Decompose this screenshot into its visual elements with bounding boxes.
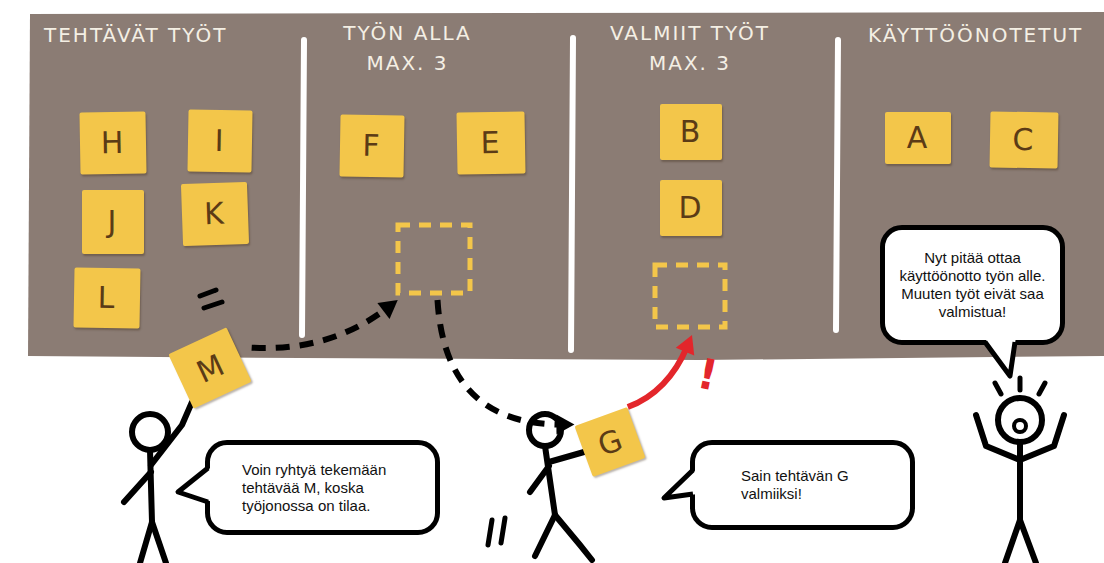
task-letter: F bbox=[362, 131, 382, 161]
column-heading: KÄYTTÖÖNOTETUT bbox=[868, 20, 1104, 50]
flow-arrow bbox=[252, 300, 398, 348]
flow-arrow bbox=[628, 335, 694, 407]
arrow-line bbox=[438, 300, 563, 425]
speech-text: Sain tehtävän G valmiiksi! bbox=[741, 467, 894, 503]
bubble-tail bbox=[664, 468, 698, 498]
sticky-note: H bbox=[79, 111, 146, 174]
empty-slots bbox=[398, 225, 725, 327]
separator-line bbox=[302, 40, 304, 335]
sticky-note: M bbox=[168, 327, 251, 408]
arrow-head bbox=[556, 415, 574, 435]
task-letter: K bbox=[204, 199, 227, 230]
speech-bubble: Sain tehtävän G valmiiksi! bbox=[690, 440, 915, 530]
board-column: VALMIIT TYÖT MAX. 3 B D bbox=[575, 12, 835, 335]
arrow-line bbox=[252, 307, 389, 348]
speech-text: Nyt pitää ottaa käyttöönotto työn alle. … bbox=[899, 249, 1046, 321]
sticky-note: K bbox=[181, 182, 249, 246]
speech-bubble: Nyt pitää ottaa käyttöönotto työn alle. … bbox=[880, 225, 1065, 345]
task-letter: G bbox=[593, 422, 627, 463]
task-letter: I bbox=[214, 126, 225, 156]
task-letter: H bbox=[100, 128, 125, 158]
sticky-note: F bbox=[339, 114, 404, 177]
empty-slot bbox=[655, 265, 725, 327]
bubble-tail bbox=[178, 466, 213, 502]
sticky-note: B bbox=[660, 104, 722, 160]
sticky-note: G bbox=[574, 407, 645, 477]
walking-person bbox=[488, 414, 592, 560]
board-column: KÄYTTÖÖNOTETUT A C bbox=[840, 12, 1104, 192]
task-letter: D bbox=[678, 193, 703, 223]
right-person bbox=[976, 378, 1064, 563]
sticky-note: E bbox=[456, 111, 525, 174]
column-heading: VALMIIT TYÖT MAX. 3 bbox=[595, 18, 785, 78]
sticky-note: J bbox=[82, 190, 144, 254]
sticky-note: L bbox=[73, 267, 140, 328]
separator-line bbox=[836, 40, 838, 330]
empty-slot bbox=[398, 225, 470, 293]
column-heading: TYÖN ALLA MAX. 3 bbox=[325, 18, 490, 78]
column-separators bbox=[302, 38, 838, 350]
separator-line bbox=[571, 38, 573, 350]
kanban-board bbox=[28, 12, 1104, 360]
task-letter: A bbox=[907, 123, 930, 153]
sticky-note: D bbox=[660, 180, 722, 236]
board-column: TEHTÄVÄT TYÖT H I J K L bbox=[30, 12, 300, 358]
flow-arrow bbox=[438, 300, 575, 435]
task-letter: L bbox=[97, 283, 116, 313]
arrow-head bbox=[377, 300, 397, 319]
task-letter: B bbox=[680, 117, 703, 147]
arrow-line bbox=[628, 346, 688, 407]
column-heading: TEHTÄVÄT TYÖT bbox=[44, 20, 294, 50]
speech-bubble: Voin ryhtyä tekemään tehtävää M, koska t… bbox=[205, 440, 440, 535]
arrow-head bbox=[676, 335, 694, 355]
board-column: TYÖN ALLA MAX. 3 F E bbox=[305, 12, 570, 300]
speech-text: Voin ryhtyä tekemään tehtävää M, koska t… bbox=[242, 461, 417, 515]
bubble-tail bbox=[984, 337, 1016, 376]
sticky-note: C bbox=[990, 111, 1059, 168]
task-letter: J bbox=[108, 207, 119, 237]
sticky-note: A bbox=[885, 112, 951, 164]
task-letter: M bbox=[191, 347, 229, 390]
task-letter: E bbox=[480, 128, 501, 158]
sticky-note: I bbox=[187, 109, 252, 172]
task-letter: C bbox=[1012, 125, 1035, 155]
